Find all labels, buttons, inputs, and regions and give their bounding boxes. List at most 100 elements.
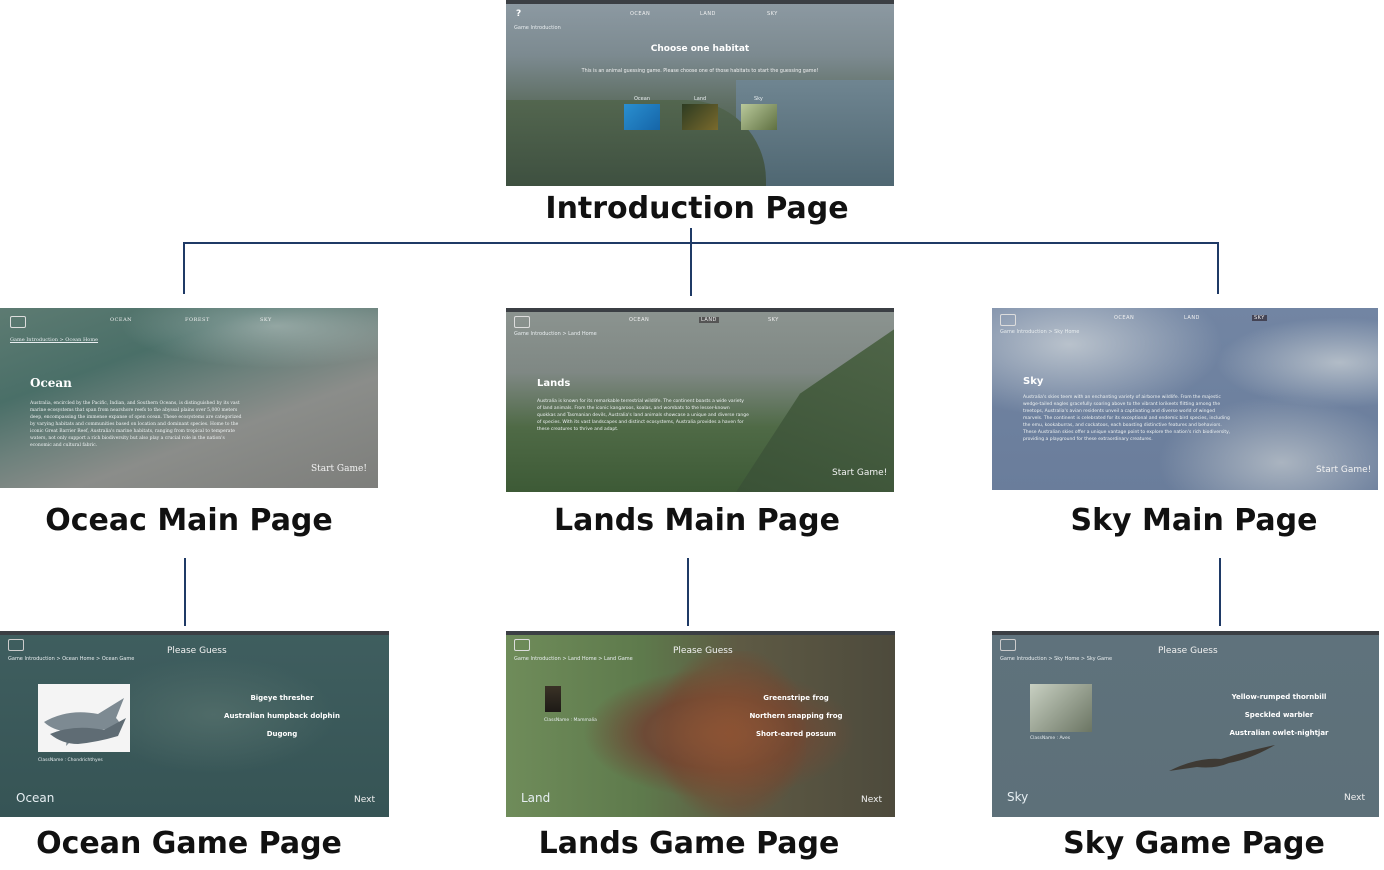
option-1[interactable]: Bigeye thresher bbox=[250, 694, 314, 702]
habitat-card-land[interactable]: Land bbox=[682, 94, 718, 130]
lands-game-screenshot: Game Introduction > Land Home > Land Gam… bbox=[506, 631, 895, 817]
animal-image-possum bbox=[545, 686, 561, 712]
shark-icon bbox=[44, 698, 126, 746]
option-3[interactable]: Dugong bbox=[266, 730, 298, 738]
caption-lands-main-page: Lands Main Page bbox=[554, 503, 840, 538]
habitat-label: Sky bbox=[1007, 790, 1029, 804]
breadcrumb[interactable]: Game Introduction > Ocean Home > Ocean G… bbox=[8, 656, 135, 662]
main-title: Sky bbox=[1023, 376, 1044, 387]
class-name-label: ClassName : Aves bbox=[1030, 736, 1071, 741]
breadcrumb[interactable]: Game Introduction > Land Home > Land Gam… bbox=[514, 656, 633, 662]
breadcrumb[interactable]: Game Introduction > Land Home bbox=[514, 331, 597, 337]
page-subtitle: This is an animal guessing game. Please … bbox=[581, 69, 819, 74]
nav-ocean[interactable]: OCEAN bbox=[1114, 315, 1135, 321]
connector-ocean-to-game bbox=[184, 558, 186, 626]
logo-icon bbox=[10, 316, 26, 328]
wave-foam bbox=[120, 308, 378, 368]
connector-vertical-intro bbox=[690, 228, 692, 296]
intro-page-screenshot: ? OCEAN LAND SKY Game Introduction Choos… bbox=[506, 0, 894, 186]
please-guess-title: Please Guess bbox=[167, 646, 227, 656]
sky-thumbnail bbox=[741, 104, 777, 130]
top-bar bbox=[506, 631, 895, 635]
next-button[interactable]: Next bbox=[1344, 793, 1365, 803]
caption-sky-game-page: Sky Game Page bbox=[1063, 826, 1325, 861]
top-bar bbox=[992, 631, 1379, 635]
start-game-button[interactable]: Start Game! bbox=[311, 464, 367, 474]
lands-main-screenshot: OCEAN LAND SKY Game Introduction > Land … bbox=[506, 308, 894, 492]
nav-land[interactable]: LAND bbox=[699, 317, 719, 323]
option-2[interactable]: Speckled warbler bbox=[1244, 711, 1314, 719]
habitat-card-sky[interactable]: Sky bbox=[741, 94, 777, 130]
connector-right-drop bbox=[1217, 242, 1219, 294]
nav-sky[interactable]: SKY bbox=[768, 317, 779, 323]
logo-icon bbox=[8, 639, 24, 651]
connector-horizontal bbox=[183, 242, 1219, 244]
ocean-game-screenshot: Game Introduction > Ocean Home > Ocean G… bbox=[0, 631, 389, 817]
main-paragraph: Australia's skies teem with an enchantin… bbox=[1023, 395, 1231, 442]
start-game-button[interactable]: Start Game! bbox=[1316, 465, 1372, 475]
question-logo-icon: ? bbox=[516, 9, 522, 19]
option-1[interactable]: Yellow-rumped thornbill bbox=[1231, 693, 1327, 701]
habitat-label: Ocean bbox=[634, 96, 650, 102]
option-3[interactable]: Short-eared possum bbox=[755, 730, 837, 738]
breadcrumb[interactable]: Game Introduction > Ocean Home bbox=[10, 337, 99, 343]
connector-left-drop bbox=[183, 242, 185, 294]
habitat-label: Ocean bbox=[16, 791, 55, 805]
habitat-card-ocean[interactable]: Ocean bbox=[624, 94, 660, 130]
ocean-main-screenshot: OCEAN FOREST SKY Game Introduction > Oce… bbox=[0, 308, 378, 488]
class-name-label: ClassName : Chondrichthyes bbox=[38, 758, 103, 763]
start-game-button[interactable]: Start Game! bbox=[832, 468, 888, 478]
logo-icon bbox=[514, 316, 530, 328]
habitat-label: Land bbox=[521, 791, 551, 805]
nav-land[interactable]: LAND bbox=[700, 11, 716, 17]
nav-sky[interactable]: SKY bbox=[1252, 315, 1267, 321]
breadcrumb[interactable]: Game Introduction > Sky Home bbox=[1000, 329, 1080, 335]
logo-icon bbox=[514, 639, 530, 651]
option-2[interactable]: Northern snapping frog bbox=[749, 712, 843, 720]
class-name-label: ClassName : Mammalia bbox=[544, 718, 597, 723]
land-thumbnail bbox=[682, 104, 718, 130]
animal-image-shark bbox=[38, 684, 130, 752]
breadcrumb[interactable]: Game Introduction bbox=[514, 25, 561, 31]
nav-ocean[interactable]: OCEAN bbox=[110, 317, 133, 323]
eagle-icon bbox=[1169, 745, 1275, 771]
animal-image-bird bbox=[1030, 684, 1092, 732]
main-title: Lands bbox=[537, 378, 571, 389]
caption-ocean-main-page: Oceac Main Page bbox=[45, 503, 333, 538]
please-guess-title: Please Guess bbox=[1158, 646, 1218, 656]
option-1[interactable]: Greenstripe frog bbox=[763, 694, 829, 702]
top-bar bbox=[506, 308, 894, 312]
connector-lands-to-game bbox=[687, 558, 689, 626]
squirrel-figure bbox=[656, 651, 806, 817]
caption-ocean-game-page: Ocean Game Page bbox=[36, 826, 342, 861]
caption-sky-main-page: Sky Main Page bbox=[1070, 503, 1318, 538]
next-button[interactable]: Next bbox=[354, 795, 375, 805]
logo-icon bbox=[1000, 639, 1016, 651]
habitat-label: Land bbox=[694, 96, 707, 102]
nav-ocean[interactable]: OCEAN bbox=[629, 317, 650, 323]
connector-sky-to-game bbox=[1219, 558, 1221, 626]
caption-introduction-page: Introduction Page bbox=[545, 191, 849, 226]
caption-lands-game-page: Lands Game Page bbox=[538, 826, 840, 861]
logo-icon bbox=[1000, 314, 1016, 326]
main-title: Ocean bbox=[30, 376, 72, 390]
sky-game-screenshot: Game Introduction > Sky Home > Sky Game … bbox=[992, 631, 1379, 817]
main-paragraph: Australia is known for its remarkable te… bbox=[537, 399, 749, 432]
nav-land[interactable]: LAND bbox=[1184, 315, 1200, 321]
option-2[interactable]: Australian humpback dolphin bbox=[224, 712, 340, 720]
nav-forest[interactable]: FOREST bbox=[185, 317, 210, 323]
breadcrumb[interactable]: Game Introduction > Sky Home > Sky Game bbox=[1000, 656, 1113, 662]
top-bar bbox=[0, 631, 389, 635]
habitat-label: Sky bbox=[754, 96, 763, 102]
ocean-thumbnail bbox=[624, 104, 660, 130]
top-bar bbox=[506, 0, 894, 4]
nav-ocean[interactable]: OCEAN bbox=[630, 11, 651, 17]
please-guess-title: Please Guess bbox=[673, 646, 733, 656]
sky-main-screenshot: OCEAN LAND SKY Game Introduction > Sky H… bbox=[992, 308, 1378, 490]
nav-sky[interactable]: SKY bbox=[767, 11, 778, 17]
page-title: Choose one habitat bbox=[650, 44, 750, 54]
main-paragraph: Australia, encircled by the Pacific, Ind… bbox=[30, 401, 242, 448]
next-button[interactable]: Next bbox=[861, 795, 882, 805]
nav-sky[interactable]: SKY bbox=[260, 317, 272, 323]
option-3[interactable]: Australian owlet-nightjar bbox=[1229, 729, 1329, 737]
